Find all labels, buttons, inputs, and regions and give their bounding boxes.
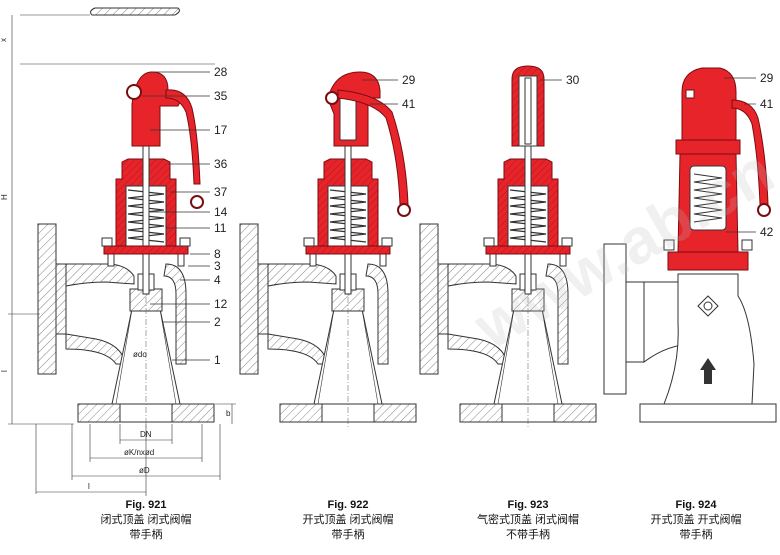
figure-923 xyxy=(419,65,597,430)
caption-line2: 带手柄 xyxy=(129,529,163,541)
fig922-leaders xyxy=(362,79,398,105)
callout-41: 41 xyxy=(402,97,416,111)
figure-922 xyxy=(239,71,417,430)
callout-29: 29 xyxy=(402,73,416,87)
caption-fig-921: Fig. 921 闭式顶盖 闭式阀帽 带手柄 xyxy=(66,498,226,543)
caption-line2: 不带手柄 xyxy=(506,529,550,541)
caption-title: Fig. 923 xyxy=(507,499,549,511)
caption-line1: 气密式顶盖 闭式阀帽 xyxy=(476,514,580,526)
callout-14: 14 xyxy=(214,205,228,219)
callout-41b: 41 xyxy=(760,97,774,111)
caption-fig-922: Fig. 922 开式顶盖 闭式阀帽 带手柄 xyxy=(268,498,428,543)
caption-fig-924: Fig. 924 开式顶盖 开式阀帽 带手柄 xyxy=(616,498,776,543)
caption-line1: 开式顶盖 闭式阀帽 xyxy=(302,514,394,526)
fig922-callouts: 29 41 xyxy=(402,73,416,111)
fig924-leaders xyxy=(724,77,756,233)
figure-921 xyxy=(37,71,215,430)
callout-11: 11 xyxy=(214,221,227,235)
dim-l-label: l xyxy=(88,482,90,491)
fig921-callouts: 28 35 17 36 37 14 11 8 3 4 12 2 1 xyxy=(214,65,228,367)
callout-36: 36 xyxy=(214,157,228,171)
callout-1: 1 xyxy=(214,353,221,367)
callout-29b: 29 xyxy=(760,71,774,85)
caption-fig-923: Fig. 923 气密式顶盖 闭式阀帽 不带手柄 xyxy=(448,498,608,543)
dim-b-label: b xyxy=(226,409,231,418)
callout-4: 4 xyxy=(214,273,221,287)
dim-l-lower-label: l xyxy=(0,370,9,372)
dim-x-label: x xyxy=(0,38,8,42)
fig921-dimensions xyxy=(8,64,236,496)
fig923-callouts: 30 xyxy=(566,73,580,87)
caption-title: Fig. 922 xyxy=(327,499,369,511)
fig921-leaders xyxy=(142,71,210,361)
fig921-dimension-labels: H l b DN øK/nxød øD l ødo xyxy=(0,194,231,491)
dim-dk-label: øK/nxød xyxy=(124,448,154,457)
top-dimension-stub: x xyxy=(0,7,215,65)
figure-924 xyxy=(603,67,777,423)
dim-h-label: H xyxy=(0,194,9,200)
callout-2: 2 xyxy=(214,315,221,329)
callout-28: 28 xyxy=(214,65,228,79)
fig924-callouts: 29 41 42 xyxy=(760,71,774,239)
dim-do-label: ødo xyxy=(133,350,147,359)
callout-30: 30 xyxy=(566,73,580,87)
callout-37: 37 xyxy=(214,185,228,199)
dim-dd-label: øD xyxy=(139,466,150,475)
caption-title: Fig. 921 xyxy=(125,499,167,511)
caption-title: Fig. 924 xyxy=(675,499,717,511)
callout-8: 8 xyxy=(214,247,221,261)
callout-17: 17 xyxy=(214,123,228,137)
caption-line2: 带手柄 xyxy=(331,529,365,541)
callout-3: 3 xyxy=(214,259,221,273)
caption-line1: 开式顶盖 开式阀帽 xyxy=(650,514,742,526)
dim-dn-label: DN xyxy=(140,430,152,439)
caption-line1: 闭式顶盖 闭式阀帽 xyxy=(100,514,192,526)
caption-line2: 带手柄 xyxy=(679,529,713,541)
callout-35: 35 xyxy=(214,89,228,103)
callout-12: 12 xyxy=(214,297,228,311)
callout-42: 42 xyxy=(760,225,774,239)
